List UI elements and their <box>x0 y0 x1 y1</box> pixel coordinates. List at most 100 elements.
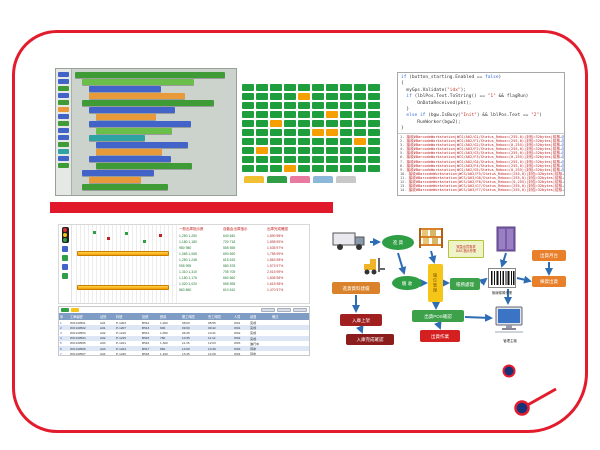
node-cell <box>326 111 338 118</box>
log-line: 8. 接收#BarcodeWorkstation|WCS/A03/F4/Stat… <box>400 164 564 168</box>
log-line-number: 14. <box>400 188 409 193</box>
table-cell: 7 <box>60 351 62 356</box>
pick-node: 揀貨出貨 <box>532 276 566 287</box>
table-cell: A03 <box>100 341 106 346</box>
schedule-line: 1,310 1,310 <box>179 270 197 274</box>
node-cell <box>354 102 366 109</box>
table-cell: 08:00 <box>182 320 190 325</box>
table-cell: 1,200 <box>160 320 168 325</box>
code-block <box>89 135 145 141</box>
table-cell: 完成 <box>250 326 257 331</box>
log-line-tail: →回應OK <box>560 143 564 148</box>
node-cell <box>340 84 352 91</box>
table-cell: A03 <box>100 346 106 351</box>
block-canvas <box>75 72 235 191</box>
node-cell <box>270 129 282 136</box>
code-token: "1" <box>487 94 496 100</box>
table-header: 序工單編號站別料號批號數量開工時間完工時間人員狀態備註 <box>59 313 309 320</box>
code-token: { <box>401 81 404 87</box>
table-cell: 860 <box>160 346 166 351</box>
node-cell <box>312 111 324 118</box>
status-chip <box>61 308 69 312</box>
table-button <box>293 308 307 312</box>
table-cell: A02 <box>100 336 106 341</box>
log-line-number: 1. <box>400 135 407 139</box>
palette-block <box>58 114 69 119</box>
node-grid-row <box>242 138 392 145</box>
schedule-line: 1,573 97% <box>267 264 284 268</box>
table-cell: W02 <box>234 330 241 335</box>
log-line: 13. 接收#BarcodeWorkstation|WCS/A02/G7/Sta… <box>400 184 564 188</box>
node-cell <box>312 156 324 163</box>
table-cell: 08:55 <box>208 320 216 325</box>
node-grid-row <box>242 165 392 172</box>
palette-block <box>58 107 69 112</box>
node-cell <box>270 93 282 100</box>
log-line-number: 5. <box>400 151 407 156</box>
node-cell <box>340 147 352 154</box>
schedule-line: 1,898 99% <box>267 240 284 244</box>
code-block <box>89 121 191 127</box>
table-cell: B516 <box>142 341 150 346</box>
sidebar-square-icon <box>62 264 68 270</box>
table-cell: B512 <box>142 320 150 325</box>
table-cell: WO140503 <box>70 330 86 335</box>
node-cell <box>270 156 282 163</box>
node-cell <box>270 111 282 118</box>
table-cell: 1,100 <box>160 351 168 356</box>
code-block <box>96 149 162 155</box>
code-block <box>82 170 154 176</box>
node-cell <box>284 165 296 172</box>
gantt-bar <box>77 251 169 256</box>
grid-tab <box>290 176 310 183</box>
table-cell: 5 <box>60 341 62 346</box>
code-block <box>82 100 214 106</box>
node-cell <box>284 84 296 91</box>
node-grid-tabs <box>242 176 392 183</box>
node-grid-row <box>242 120 392 127</box>
table-cell: B514 <box>142 330 150 335</box>
log-line: 6. 接收#BarcodeWorkstation|WCS/A02/F3/Stat… <box>400 155 564 160</box>
table-cell: 1 <box>60 320 62 325</box>
table-cell: P-1215 <box>116 336 126 341</box>
schedule-line: 995 995 <box>179 264 192 268</box>
schedule-line: 1,180 1,176 <box>179 276 197 280</box>
node-cell <box>270 84 282 91</box>
log-area: 1. 接收#BarcodeWorkstation|WCS/A02/G1/Stat… <box>398 134 564 193</box>
table-cell: 3 <box>60 330 62 335</box>
sidebar-square-icon <box>62 273 68 279</box>
code-line: OnDataReceived(pkt); <box>401 101 561 107</box>
code-editor-screenshot: if (button_starting.Enabled == false){ m… <box>397 72 565 196</box>
log-line: 2. 接收#BarcodeWorkstation|WCS/A02/F1/Stat… <box>400 139 564 143</box>
node-cell <box>298 111 310 118</box>
node-cell <box>312 120 324 127</box>
table-cell: W01 <box>234 320 241 325</box>
code-token: ) && lblPos.Text == <box>476 113 532 119</box>
schedule-line: 615 615 <box>223 258 236 262</box>
schedule-line: 1,615 98% <box>267 282 284 286</box>
palette-block <box>58 121 69 126</box>
log-line-body: 接收#BarcodeWorkstation|WCS/A02/F3/Status_… <box>406 155 561 160</box>
node-cell <box>284 93 296 100</box>
node-cell <box>256 138 268 145</box>
node-cell <box>368 120 380 127</box>
node-cell <box>326 84 338 91</box>
schedule-line: 860 860 <box>179 288 192 292</box>
node-cell <box>326 147 338 154</box>
flowchart-panel: 進 貨 緊急出貨需求 DAS 指示作業 <box>330 226 568 362</box>
schedule-group-header: 一般出庫指示數 <box>179 227 204 231</box>
node-grid-row <box>242 147 392 154</box>
table-cell: B513 <box>142 325 150 330</box>
schedule-group-header: 自動倉出庫指示 <box>223 227 248 231</box>
log-line: 12. 接收#BarcodeWorkstation|WCS/A02/F6/Sta… <box>400 180 564 184</box>
node-cell <box>284 111 296 118</box>
schedule-line: 580 578 <box>223 264 236 268</box>
grid-tab <box>267 176 287 183</box>
palette-block <box>58 142 69 147</box>
node-cell <box>340 138 352 145</box>
table-cell: WO140501 <box>70 320 86 325</box>
node-cell <box>256 156 268 163</box>
